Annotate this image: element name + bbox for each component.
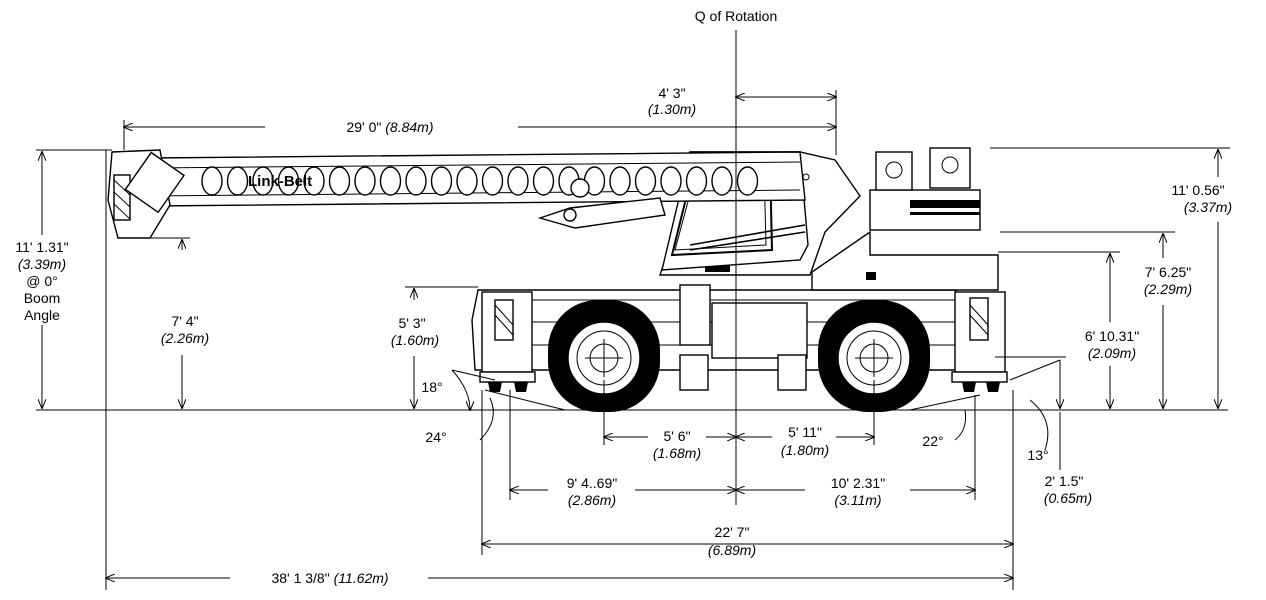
dim-boom-height-note-3: Angle (24, 307, 60, 323)
dim-deck-height-metric: (2.09m) (1088, 345, 1136, 361)
dim-rot-offset-metric: (1.30m) (648, 101, 696, 117)
crane-drawing (36, 147, 1228, 412)
boom (107, 149, 806, 239)
dim-rot-offset: 4' 3" (658, 85, 685, 101)
boom-lattice-opening (634, 166, 657, 196)
boom-lattice-opening (660, 166, 682, 196)
boom-lattice-opening (201, 166, 223, 196)
dim-front-axle-metric: (1.68m) (653, 445, 701, 461)
outrigger-rear (951, 291, 1008, 392)
rear-tire (818, 300, 930, 412)
boom-lattice-opening (507, 166, 529, 196)
dim-boom-height-metric: (3.39m) (18, 256, 66, 272)
boom-lattice-opening (736, 166, 759, 196)
dimension-lines (36, 90, 1230, 590)
dim-rear-axle: 5' 11" (788, 424, 822, 440)
dimension-labels: 4' 3" (1.30m) 29' 0" (8.84m) 11' 0.56" (… (15, 85, 1232, 586)
boom-lattice-opening (226, 166, 249, 196)
dim-boom-pivot-metric: (2.26m) (161, 330, 209, 346)
dim-ground-clear-metric: (0.65m) (1044, 490, 1092, 506)
dim-overall-length: 38' 1 3/8" (11.62m) (271, 570, 388, 586)
outrigger-front (479, 291, 536, 392)
dim-ground-clear: 2' 1.5" (1045, 473, 1084, 489)
dim-rear-outrigger: 10' 2.31" (831, 475, 885, 491)
boom-lattice-opening (430, 166, 453, 196)
dim-outrigger-height-metric: (1.60m) (391, 332, 439, 348)
boom-lattice-opening (354, 166, 376, 196)
boom-lattice-opening (379, 166, 402, 196)
angle-18: 18° (421, 379, 442, 395)
dim-boom-pivot: 7' 4" (171, 313, 198, 329)
dim-overall-height-metric: (3.37m) (1184, 199, 1232, 215)
dim-front-outrigger: 9' 4..69" (567, 475, 617, 491)
dim-overall-length-imperial: 38' 1 3/8" (271, 570, 329, 586)
boom-lattice-opening (532, 166, 555, 196)
dim-boom-length-imperial: 29' 0" (346, 119, 381, 135)
dim-cab-height: 7' 6.25" (1145, 264, 1192, 280)
dim-overall-length-metric: (11.62m) (334, 570, 389, 586)
angle-24: 24° (425, 429, 446, 445)
angle-13: 13° (1027, 447, 1048, 463)
front-tire (548, 300, 660, 412)
dim-front-axle: 5' 6" (663, 428, 690, 444)
dim-front-outrigger-metric: (2.86m) (568, 492, 616, 508)
boom-lattice-opening (405, 166, 427, 196)
boom-lattice-opening (303, 166, 325, 196)
boom-lattice-opening (328, 166, 351, 196)
dim-overall-width: 22' 7" (715, 524, 750, 540)
brand-logo: Link-Belt (248, 173, 312, 190)
dim-overall-height: 11' 0.56" (1171, 182, 1224, 198)
counterweight (869, 147, 981, 231)
dim-boom-height-note-1: @ 0° (26, 273, 58, 289)
dim-rear-outrigger-metric: (3.11m) (834, 492, 881, 508)
dim-outrigger-height: 5' 3" (398, 315, 425, 331)
dim-boom-height-note-2: Boom (24, 290, 61, 306)
fuel-tank (711, 302, 808, 359)
angle-22: 22° (922, 433, 943, 449)
dim-boom-height: 11' 1.31" (15, 239, 68, 255)
dim-deck-height: 6' 10.31" (1085, 328, 1139, 344)
dim-rear-axle-metric: (1.80m) (781, 442, 829, 458)
boom-lattice-opening (711, 166, 733, 196)
dim-overall-width-metric: (6.89m) (708, 542, 756, 558)
dim-boom-length-metric: (8.84m) (385, 119, 433, 135)
boom-lattice-opening (277, 166, 300, 196)
boom-lattice-opening (456, 166, 478, 196)
boom-lattice-opening (685, 166, 708, 196)
boom-lattice-opening (609, 166, 631, 196)
rotation-title: Q of Rotation (695, 8, 778, 24)
boom-lattice-opening (252, 166, 274, 196)
boom-lattice-opening (481, 166, 504, 196)
dim-cab-height-metric: (2.29m) (1144, 281, 1192, 297)
dim-boom-length: 29' 0" (8.84m) (346, 119, 433, 135)
